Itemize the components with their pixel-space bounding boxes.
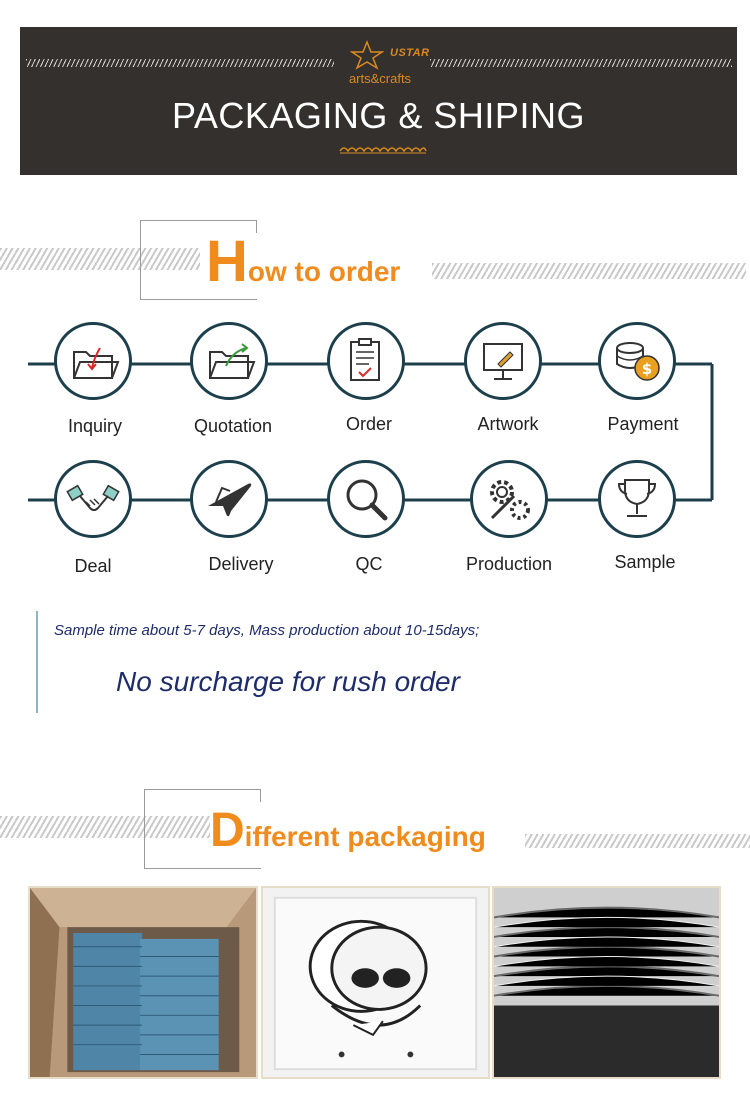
step-label-quotation: Quotation <box>193 416 273 436</box>
note-divider <box>36 611 38 713</box>
how-to-order-heading: How to order <box>206 228 400 295</box>
step-label-production: Production <box>465 554 553 574</box>
rush-order-note: No surcharge for rush order <box>116 666 460 697</box>
gears-icon <box>490 480 530 520</box>
carton-image <box>30 888 256 1077</box>
coins-icon: $ <box>616 342 660 381</box>
heading-rest: ow to order <box>247 256 401 287</box>
heading-initial: D <box>210 804 245 857</box>
airplane-icon <box>208 483 252 517</box>
clipboard-icon <box>350 338 380 381</box>
page-title: PACKAGING & SHIPING <box>172 95 585 136</box>
folder-arrow-icon <box>209 343 256 379</box>
star-logo-icon <box>350 40 384 70</box>
step-label-delivery: Delivery <box>208 554 274 574</box>
section-hatch-left <box>0 816 210 838</box>
step-sample <box>598 460 676 538</box>
folder-icon <box>73 347 120 379</box>
trophy-icon <box>617 479 657 517</box>
section-frame <box>144 789 261 869</box>
heading-initial: H <box>206 229 248 294</box>
step-production <box>470 460 548 538</box>
step-label-payment: Payment <box>607 414 679 434</box>
step-payment: $ <box>598 322 676 400</box>
step-label-sample: Sample <box>614 552 676 572</box>
svg-text:$: $ <box>642 360 652 378</box>
step-label-deal: Deal <box>74 556 112 576</box>
magnifier-icon <box>346 479 388 521</box>
section-frame <box>140 220 257 300</box>
polybag-image <box>263 888 488 1077</box>
packaging-photo-bulk <box>492 886 721 1079</box>
step-label-qc: QC <box>355 554 383 574</box>
step-deal <box>54 460 132 538</box>
wave-ornament-icon <box>339 147 427 154</box>
step-label-inquiry: Inquiry <box>67 416 123 436</box>
different-packaging-heading: Different packaging <box>210 803 486 858</box>
heading-rest: ifferent packaging <box>244 821 486 852</box>
step-quotation <box>190 322 268 400</box>
packaging-photo-box <box>28 886 258 1079</box>
lead-time-note: Sample time about 5-7 days, Mass product… <box>54 622 480 639</box>
step-label-artwork: Artwork <box>477 414 539 434</box>
section-hatch-right <box>432 263 746 279</box>
bulk-bags-image <box>494 888 719 1077</box>
packaging-photo-polybag <box>261 886 490 1079</box>
section-hatch-left <box>0 248 200 270</box>
section-hatch-right <box>525 834 750 848</box>
brand-tagline: arts&crafts <box>348 71 412 86</box>
banner-hatch-left <box>26 59 334 67</box>
step-artwork <box>464 322 542 400</box>
step-inquiry <box>54 322 132 400</box>
brand-name: USTAR <box>390 47 430 59</box>
header-banner: USTAR arts&crafts PACKAGING & SHIPING <box>20 27 737 175</box>
monitor-icon <box>483 343 523 380</box>
step-delivery <box>190 460 268 538</box>
step-qc <box>327 460 405 538</box>
banner-hatch-right <box>430 59 732 67</box>
step-order <box>327 322 405 400</box>
handshake-icon <box>66 484 120 511</box>
step-label-order: Order <box>345 414 392 434</box>
